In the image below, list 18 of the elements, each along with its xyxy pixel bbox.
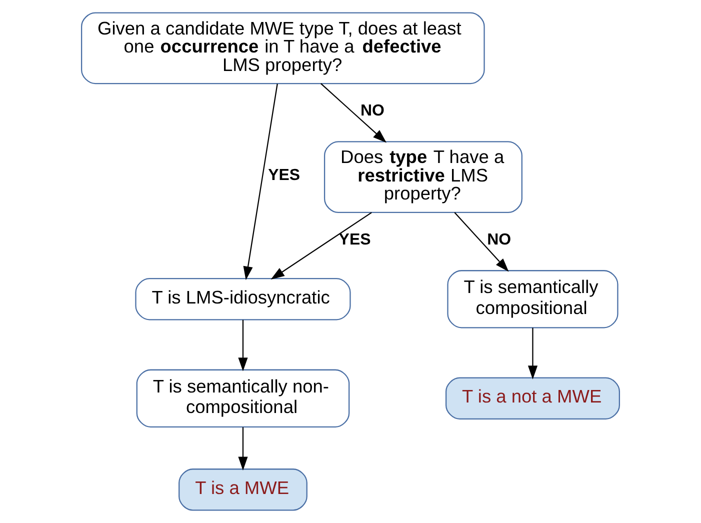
node-box: T is a not a MWE [445, 377, 620, 420]
node-box: Given a candidate MWE type T, does at least one occurrence in T have a defective LMS property? [81, 12, 485, 84]
edge-label: YES [338, 232, 371, 249]
edge-label: NO [360, 102, 384, 120]
arrow [243, 84, 278, 280]
node-box: T is semantically compositional [447, 270, 618, 328]
edge-label: YES [268, 167, 300, 184]
node-box: T is semantically non-compositional [136, 369, 350, 428]
arrow [320, 83, 386, 143]
node-box: T is a MWE [178, 468, 308, 511]
arrow [238, 427, 248, 470]
arrow [528, 328, 538, 380]
node-box: T is LMS-idiosyncratic [135, 278, 351, 320]
arrow [238, 320, 248, 372]
node-box: Does type T have a restrictive LMS property? [324, 141, 522, 214]
arrow [270, 212, 372, 280]
arrow [454, 212, 509, 272]
edge-label: NO [487, 232, 512, 249]
